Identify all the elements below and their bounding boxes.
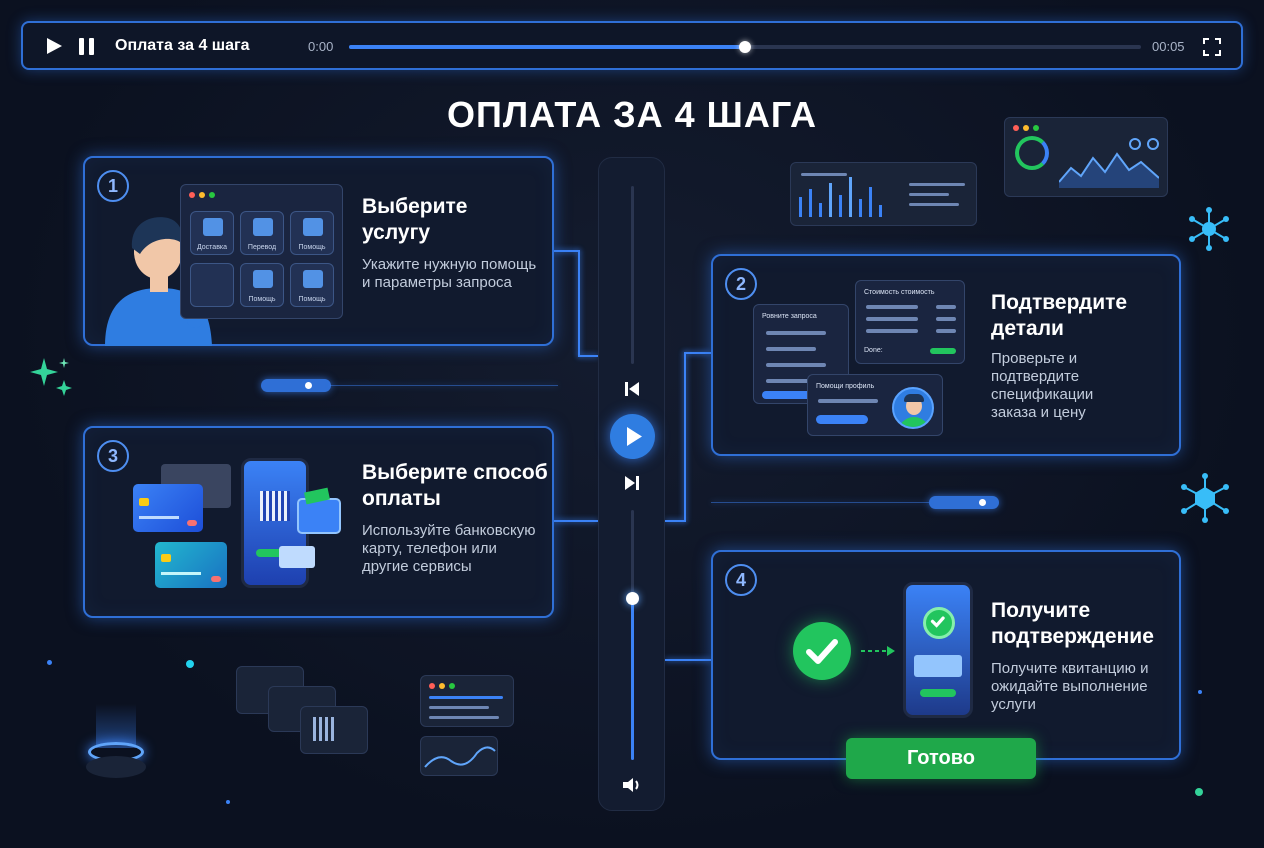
- play-icon: [627, 427, 642, 446]
- line-chart-decoration: [420, 736, 498, 776]
- video-title: Оплата за 4 шага: [115, 37, 250, 54]
- play-icon[interactable]: [45, 37, 63, 55]
- step-number: 2: [725, 268, 757, 300]
- progress-handle[interactable]: [739, 41, 751, 53]
- dashboard-decoration: [1004, 117, 1168, 197]
- decorative-toggle: [261, 379, 331, 392]
- phone-illustration: [903, 582, 973, 718]
- volume-handle[interactable]: [626, 591, 639, 605]
- mini-card: [279, 546, 315, 568]
- glow-dot: [226, 800, 230, 804]
- step-card-4: 4 Получите подтверждение Получите квитан…: [711, 550, 1181, 760]
- check-circle-icon: [923, 607, 955, 639]
- panel-label: Помощи профиль: [816, 383, 875, 390]
- request-panel: Ровните запроса: [753, 304, 849, 404]
- volume-fill: [631, 597, 634, 760]
- qr-code-icon: [313, 717, 337, 741]
- step-card-2: 2 Ровните запроса Стоимость стоимость Do…: [711, 254, 1181, 456]
- glow-dot: [47, 660, 52, 665]
- current-time: 0:00: [308, 39, 334, 54]
- progress-track[interactable]: [349, 41, 1141, 53]
- qr-code-icon: [260, 491, 290, 521]
- step-card-3: 3 Выберите способ оплаты Используйте бан…: [83, 426, 554, 618]
- skip-back-icon[interactable]: [623, 380, 641, 398]
- step-description: Получите квитанцию и ожидайте выполнение…: [991, 660, 1149, 713]
- connector-line: [553, 520, 598, 522]
- decorative-line: [330, 385, 558, 386]
- service-tile[interactable]: Помощь: [240, 263, 284, 307]
- sparkle-icon: [30, 358, 72, 396]
- service-tile[interactable]: Перевод: [240, 211, 284, 255]
- pause-icon[interactable]: [79, 38, 95, 55]
- panel-total-label: Done:: [864, 347, 883, 354]
- connector-line: [665, 520, 685, 522]
- total-time: 00:05: [1152, 39, 1185, 54]
- bank-card: [133, 484, 203, 532]
- decorative-toggle: [929, 496, 999, 509]
- done-button[interactable]: Готово: [846, 738, 1036, 779]
- profile-panel: Помощи профиль: [807, 374, 943, 436]
- check-circle-icon: [793, 622, 851, 680]
- step-card-1: 1 Доставка Перевод Помощь Помощь Помощь …: [83, 156, 554, 346]
- skip-forward-icon[interactable]: [623, 474, 641, 492]
- step-number: 3: [97, 440, 129, 472]
- step-number: 4: [725, 564, 757, 596]
- hologram-decoration: [86, 704, 146, 780]
- volume-track[interactable]: [626, 510, 639, 760]
- service-tile[interactable]: [190, 263, 234, 307]
- page-title: ОПЛАТА ЗА 4 ШАГА: [447, 94, 817, 135]
- step-description: Используйте банковскую карту, телефон ил…: [362, 522, 536, 575]
- avatar: [892, 387, 934, 429]
- bank-card: [155, 542, 227, 588]
- wallet-icon: [297, 487, 341, 534]
- step-description: Проверьте и подтвердите спецификации зак…: [991, 350, 1094, 421]
- service-tile[interactable]: Доставка: [190, 211, 234, 255]
- step-number: 1: [97, 170, 129, 202]
- step-title: Подтвердите детали: [991, 291, 1128, 340]
- list-decoration: [420, 675, 514, 727]
- side-player: [598, 157, 665, 811]
- glow-dot: [186, 660, 194, 668]
- service-tile[interactable]: Помощь: [290, 211, 334, 255]
- step-title: Получите подтверждение: [991, 599, 1154, 648]
- service-panel: Доставка Перевод Помощь Помощь Помощь: [180, 184, 343, 319]
- play-button[interactable]: [610, 414, 655, 459]
- cube-network-icon: [1181, 473, 1229, 523]
- connector-line: [665, 659, 711, 661]
- cost-panel: Стоимость стоимость Done:: [855, 280, 965, 364]
- step-description: Укажите нужную помощь и параметры запрос…: [362, 256, 537, 291]
- volume-icon[interactable]: [622, 776, 642, 794]
- connector-line: [578, 355, 598, 357]
- step-title: Выберите услугу: [362, 195, 468, 244]
- fullscreen-icon[interactable]: [1203, 38, 1221, 56]
- step-title: Выберите способ оплаты: [362, 461, 548, 510]
- service-tile[interactable]: Помощь: [290, 263, 334, 307]
- video-player-bar: Оплата за 4 шага 0:00 00:05: [21, 21, 1243, 70]
- glow-dot: [1195, 788, 1203, 796]
- connector-line: [684, 352, 686, 522]
- decorative-line: [711, 502, 929, 503]
- arrow-right-icon: [861, 646, 895, 656]
- network-icon: [1189, 207, 1229, 251]
- side-track[interactable]: [631, 186, 634, 364]
- connector-line: [684, 352, 711, 354]
- connector-line: [553, 250, 579, 252]
- progress-fill: [349, 45, 745, 49]
- qr-card-decoration: [300, 706, 368, 754]
- glow-dot: [1198, 690, 1202, 694]
- bar-chart-decoration: [790, 162, 977, 226]
- panel-label: Ровните запроса: [762, 313, 817, 320]
- panel-label: Стоимость стоимость: [864, 289, 935, 296]
- connector-line: [578, 250, 580, 356]
